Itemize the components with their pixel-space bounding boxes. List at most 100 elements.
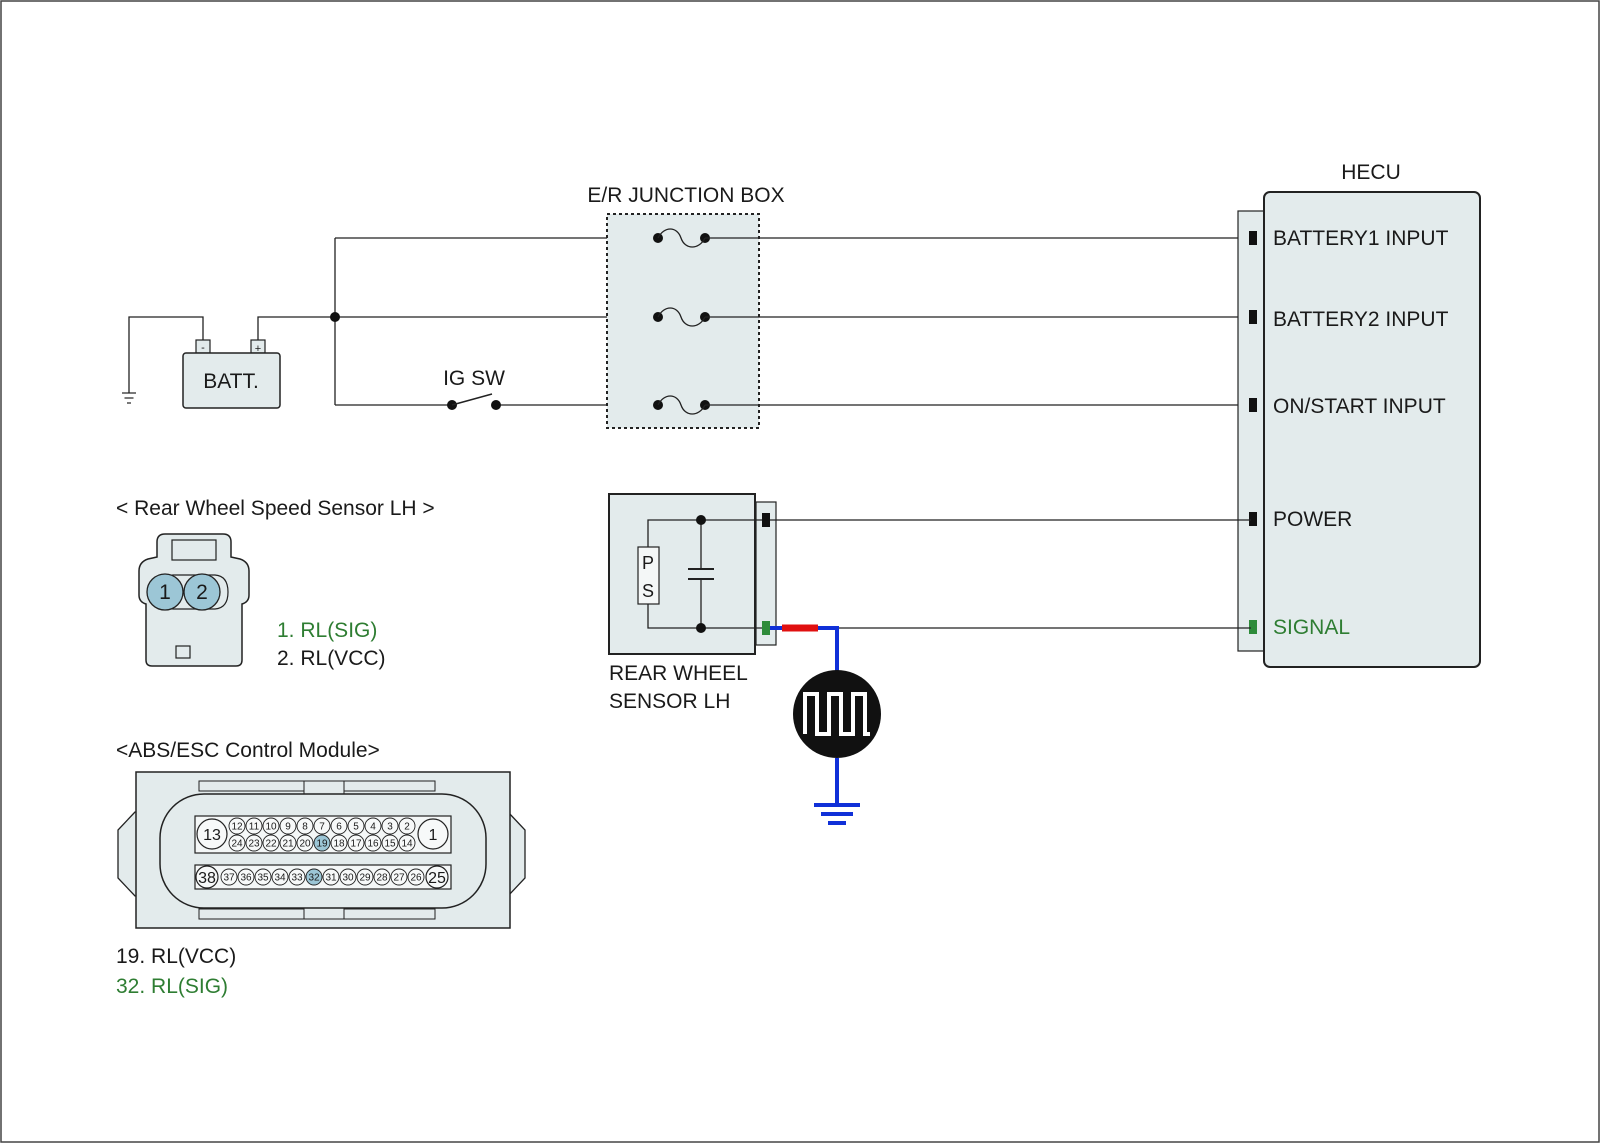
fuse-icon: [653, 307, 710, 327]
rwss-connector-title: < Rear Wheel Speed Sensor LH >: [116, 497, 435, 520]
rwss-legend-sig: 1. RL(SIG): [277, 619, 377, 642]
hecu-title: HECU: [1341, 161, 1401, 184]
battery: - + BATT.: [182, 339, 281, 409]
rwss-pin-2: [183, 573, 221, 611]
abs-pin-7-label: 7: [319, 822, 325, 833]
hecu-pin-onstart-label: ON/START INPUT: [1273, 395, 1446, 418]
abs-pin-3-label: 3: [387, 822, 393, 833]
hecu-pin-terminal: [1249, 512, 1257, 526]
hecu-pin-signal-label: SIGNAL: [1273, 616, 1350, 639]
fuse-icon: [653, 395, 710, 415]
abs-pin-27-label: 27: [393, 873, 405, 884]
abs-pin-18: [330, 834, 348, 852]
abs-pin-26-label: 26: [410, 873, 422, 884]
abs-pin-19-label: 19: [316, 839, 328, 850]
abs-pin-9: [279, 817, 297, 835]
abs-pin-36-label: 36: [240, 873, 252, 884]
rear-wheel-sensor: P S REAR WHEEL SENSOR LH: [608, 493, 777, 713]
abs-pin-35-label: 35: [257, 873, 269, 884]
hecu-pin-terminal: [1249, 231, 1257, 245]
abs-pin-22-label: 22: [265, 839, 277, 850]
abs-pin-30: [339, 868, 357, 886]
abs-pin-27: [390, 868, 408, 886]
abs-pin-7: [313, 817, 331, 835]
abs-connector-title: <ABS/ESC Control Module>: [116, 739, 380, 762]
pulse-signal-icon: [793, 670, 881, 758]
abs-pin-38: [195, 865, 219, 889]
abs-legend-vcc: 19. RL(VCC): [116, 945, 236, 968]
hecu-pin-terminal: [1249, 310, 1257, 324]
abs-pin-4: [364, 817, 382, 835]
abs-pin-4-label: 4: [370, 822, 376, 833]
abs-pin-33: [288, 868, 306, 886]
abs-pin-31-label: 31: [325, 873, 337, 884]
abs-pin-17: [347, 834, 365, 852]
abs-pin-20: [296, 834, 314, 852]
abs-pin-10-label: 10: [265, 822, 277, 833]
battery-positive-label: +: [255, 343, 261, 355]
abs-pin-21: [279, 834, 297, 852]
battery-label: BATT.: [203, 370, 259, 393]
er-junction-box: E/R JUNCTION BOX: [587, 184, 785, 429]
rwss-pin-1-label: 1: [159, 581, 171, 604]
abs-pin-35: [254, 868, 272, 886]
abs-pin-25: [425, 865, 449, 889]
splice-point: [330, 312, 340, 322]
abs-pin-18-label: 18: [333, 839, 345, 850]
sensor-label-line2: SENSOR LH: [609, 690, 730, 713]
abs-pin-8: [296, 817, 314, 835]
abs-pin-16: [364, 834, 382, 852]
abs-pin-11: [245, 817, 263, 835]
abs-pin-6: [330, 817, 348, 835]
abs-pin-6-label: 6: [336, 822, 342, 833]
abs-pin-9-label: 9: [285, 822, 291, 833]
battery-negative-label: -: [201, 342, 205, 354]
ig-switch-label: IG SW: [443, 367, 505, 390]
sensor-label-line1: REAR WHEEL: [609, 662, 748, 685]
rwss-connector-view: < Rear Wheel Speed Sensor LH > 1 2 1. RL…: [116, 497, 435, 670]
battery-ground-icon: [122, 392, 136, 404]
abs-legend-sig: 32. RL(SIG): [116, 975, 228, 998]
power-wiring: [122, 237, 652, 406]
abs-pin-37: [220, 868, 238, 886]
rwss-pin-2-label: 2: [196, 581, 208, 604]
abs-pin-15-label: 15: [384, 839, 396, 850]
abs-pin-3: [381, 817, 399, 835]
abs-pin-33-label: 33: [291, 873, 303, 884]
abs-pin-20-label: 20: [299, 839, 311, 850]
rwss-pin-1: [146, 573, 184, 611]
junction-box-title: E/R JUNCTION BOX: [587, 184, 784, 207]
abs-pin-34-label: 34: [274, 873, 286, 884]
abs-pin-32: [305, 868, 323, 886]
abs-pin-17-label: 17: [350, 839, 362, 850]
abs-pin-23-label: 23: [248, 839, 260, 850]
sensor-pin-terminal-signal: [762, 621, 770, 635]
abs-pin-37-label: 37: [223, 873, 235, 884]
abs-pin-13-label: 13: [203, 827, 221, 844]
battery-body: [182, 352, 281, 409]
abs-pin-32-label: 32: [308, 873, 320, 884]
abs-pin-28-label: 28: [376, 873, 388, 884]
sensor-wires: [770, 519, 1251, 805]
abs-pin-5: [347, 817, 365, 835]
abs-pin-1: [417, 818, 449, 850]
abs-pin-10: [262, 817, 280, 835]
abs-pin-12-label: 12: [231, 822, 243, 833]
abs-pin-23: [245, 834, 263, 852]
abs-pin-14-label: 14: [401, 839, 413, 850]
abs-pin-34: [271, 868, 289, 886]
hecu-pin-power-label: POWER: [1273, 508, 1352, 531]
abs-pin-13: [196, 818, 228, 850]
abs-pin-14: [398, 834, 416, 852]
abs-pin-38-label: 38: [198, 870, 216, 887]
abs-pin-1-label: 1: [429, 827, 438, 844]
abs-pin-15: [381, 834, 399, 852]
abs-pin-16-label: 16: [367, 839, 379, 850]
ignition-switch: IG SW: [443, 367, 505, 410]
abs-pin-24: [228, 834, 246, 852]
ps-element-s-label: S: [642, 581, 654, 601]
